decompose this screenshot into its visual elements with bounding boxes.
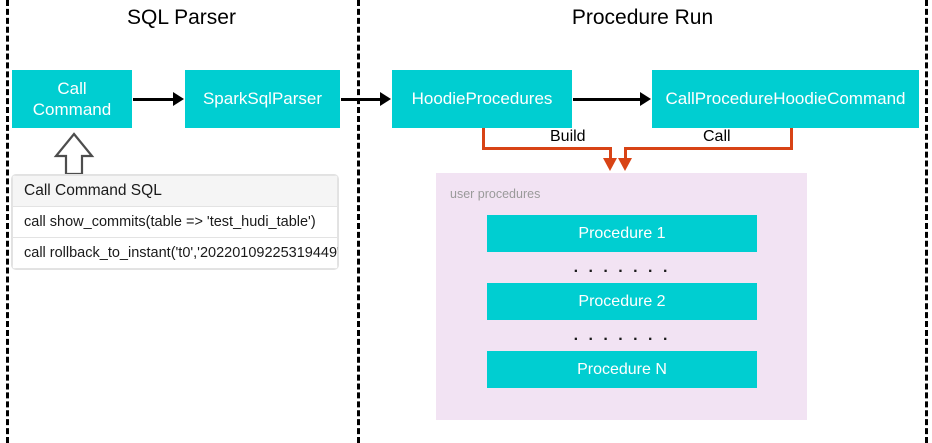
edge-label-build: Build [545,128,591,146]
sql-table-row-2: call rollback_to_instant('t0','202201092… [12,238,338,269]
arrow-head-sparksqlparser-to-hoodieprocedures [380,92,391,106]
up-arrow-icon [52,132,96,176]
arrow-callcommand-to-sparksqlparser [133,98,174,101]
build-connector-horizontal [482,147,612,150]
arrow-head-hoodieprocedures-to-callprocedurehoodiecommand [640,92,651,106]
procedure-box-n[interactable]: Procedure N [487,351,757,388]
divider-middle [357,0,360,443]
edge-label-call: Call [698,128,736,146]
procedure-box-n-label: Procedure N [577,360,667,378]
node-call-procedure-hoodie-command[interactable]: CallProcedureHoodieCommand [652,70,919,128]
node-hoodie-procedures-label: HoodieProcedures [411,89,553,109]
node-call-command[interactable]: Call Command [12,70,132,128]
build-connector-vertical-left [482,128,485,149]
call-connector-vertical-left [624,147,627,160]
procedures-separator-2: . . . . . . . [573,327,671,344]
divider-left [6,0,9,443]
node-hoodie-procedures[interactable]: HoodieProcedures [392,70,572,128]
arrow-head-callcommand-to-sparksqlparser [173,92,184,106]
node-spark-sql-parser[interactable]: SparkSqlParser [185,70,340,128]
procedure-box-1-label: Procedure 1 [578,224,666,242]
node-call-command-line2: Command [32,100,112,119]
user-procedures-panel: user procedures Procedure 1 . . . . . . … [436,173,807,420]
sql-table-row-1: call show_commits(table => 'test_hudi_ta… [12,207,338,238]
procedure-box-2-label: Procedure 2 [578,292,666,310]
procedure-box-2[interactable]: Procedure 2 [487,283,757,320]
call-connector-horizontal [624,147,793,150]
node-call-procedure-hoodie-command-label: CallProcedureHoodieCommand [665,89,906,109]
call-command-sql-table: Call Command SQL call show_commits(table… [12,175,338,269]
call-connector-arrowhead [618,158,632,171]
node-call-command-line1: Call [57,78,87,98]
build-connector-arrowhead [603,158,617,171]
build-connector-vertical-right [609,147,612,160]
section-title-procedure-run: Procedure Run [571,6,714,29]
user-procedures-caption: user procedures [450,187,541,201]
call-connector-vertical-right [790,128,793,149]
node-spark-sql-parser-label: SparkSqlParser [202,89,323,109]
section-title-sql-parser: SQL Parser [127,6,236,29]
arrow-hoodieprocedures-to-callprocedurehoodiecommand [573,98,641,101]
procedures-separator-1: . . . . . . . [573,259,671,276]
procedure-box-1[interactable]: Procedure 1 [487,215,757,252]
sql-table-header: Call Command SQL [12,175,338,207]
arrow-sparksqlparser-to-hoodieprocedures [341,98,381,101]
divider-right [925,0,928,443]
